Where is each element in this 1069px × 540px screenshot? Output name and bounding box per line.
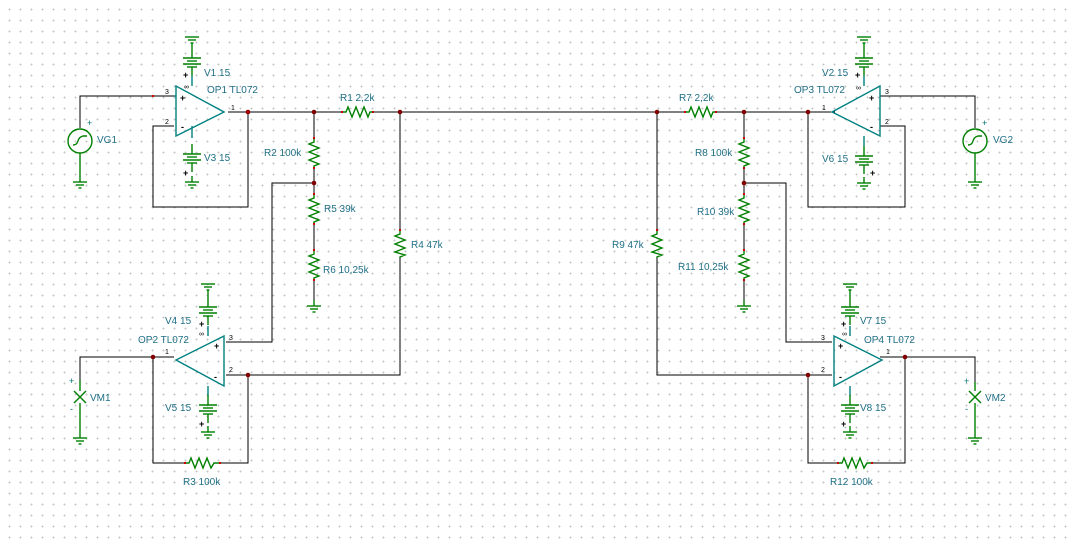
svg-text:R8 100k: R8 100k bbox=[695, 148, 733, 159]
svg-text:1: 1 bbox=[231, 105, 235, 112]
svg-text:VM2: VM2 bbox=[985, 393, 1006, 404]
svg-text:R7 2,2k: R7 2,2k bbox=[679, 93, 714, 104]
op-amp-op4[interactable]: + - 3 2 1 ∞ OP4 TL072 bbox=[821, 326, 915, 396]
svg-text:R1 2,2k: R1 2,2k bbox=[340, 93, 375, 104]
svg-text:R4 47k: R4 47k bbox=[411, 240, 444, 251]
svg-text:R11 10,25k: R11 10,25k bbox=[678, 262, 729, 273]
svg-text:V5 15: V5 15 bbox=[165, 403, 192, 414]
resistor-r11[interactable]: R11 10,25k bbox=[678, 250, 752, 313]
svg-text:2: 2 bbox=[885, 119, 889, 126]
svg-text:+: + bbox=[870, 168, 875, 178]
op-amp-op1[interactable]: + - 3 2 1 ∞ OP1 TL072 bbox=[165, 76, 258, 138]
battery-v7[interactable]: + V7 15 bbox=[840, 283, 887, 329]
op3-label: OP3 TL072 bbox=[794, 85, 845, 96]
svg-text:R3 100k: R3 100k bbox=[183, 477, 221, 488]
svg-text:3: 3 bbox=[229, 335, 233, 342]
op-amp-op2[interactable]: + - 3 2 1 ∞ OP2 TL072 bbox=[138, 326, 233, 396]
svg-text:R6 10,25k: R6 10,25k bbox=[323, 265, 370, 276]
svg-text:V6 15: V6 15 bbox=[822, 154, 849, 165]
svg-text:VG2: VG2 bbox=[993, 135, 1013, 146]
svg-text:2: 2 bbox=[165, 119, 169, 126]
svg-text:3: 3 bbox=[821, 335, 825, 342]
svg-text:2: 2 bbox=[821, 367, 825, 374]
svg-text:∞: ∞ bbox=[184, 84, 189, 91]
battery-v1[interactable]: + V1 15 bbox=[182, 36, 231, 80]
svg-text:∞: ∞ bbox=[842, 331, 847, 338]
svg-text:+: + bbox=[838, 341, 843, 351]
op1-label: OP1 TL072 bbox=[207, 85, 258, 96]
svg-text:+: + bbox=[869, 93, 874, 103]
battery-v5[interactable]: + V5 15 bbox=[165, 394, 218, 439]
svg-text:∞: ∞ bbox=[856, 85, 861, 92]
svg-text:V7 15: V7 15 bbox=[860, 316, 887, 327]
svg-text:+: + bbox=[841, 319, 846, 329]
svg-text:VM1: VM1 bbox=[90, 393, 111, 404]
resistor-r10[interactable]: R10 39k bbox=[697, 194, 751, 224]
svg-text:-: - bbox=[839, 372, 842, 382]
svg-text:V8 15: V8 15 bbox=[860, 403, 887, 414]
battery-v4[interactable]: + V4 15 bbox=[165, 283, 218, 329]
resistor-r1[interactable]: R1 2,2k bbox=[340, 93, 375, 119]
svg-text:V3 15: V3 15 bbox=[204, 153, 231, 164]
resistor-r2[interactable]: R2 100k bbox=[264, 138, 321, 168]
svg-text:R2 100k: R2 100k bbox=[264, 148, 302, 159]
pin-markers bbox=[152, 95, 873, 464]
battery-v6[interactable]: + V6 15 bbox=[822, 145, 875, 190]
svg-text:+: + bbox=[87, 118, 92, 128]
svg-text:+: + bbox=[69, 376, 74, 386]
svg-text:-: - bbox=[214, 372, 217, 382]
signal-generator-vg2[interactable]: + VG2 bbox=[962, 118, 1013, 189]
svg-text:-: - bbox=[181, 122, 184, 132]
svg-text:3: 3 bbox=[885, 89, 889, 96]
svg-text:-: - bbox=[965, 404, 968, 414]
svg-text:R12 100k: R12 100k bbox=[830, 477, 874, 488]
wires bbox=[79, 95, 976, 464]
svg-text:V2 15: V2 15 bbox=[822, 68, 849, 79]
resistor-r7[interactable]: R7 2,2k bbox=[679, 93, 715, 119]
resistor-r12[interactable]: R12 100k bbox=[830, 456, 874, 488]
svg-text:R10 39k: R10 39k bbox=[697, 207, 735, 218]
svg-text:+: + bbox=[982, 118, 987, 128]
signal-generator-vg1[interactable]: + VG1 bbox=[67, 118, 117, 189]
svg-text:1: 1 bbox=[822, 105, 826, 112]
voltmeter-vm1[interactable]: + - VM1 bbox=[69, 376, 111, 445]
resistor-r6[interactable]: R6 10,25k bbox=[306, 250, 370, 313]
svg-text:R5 39k: R5 39k bbox=[324, 204, 357, 215]
resistor-r9[interactable]: R9 47k bbox=[612, 230, 665, 258]
resistor-r5[interactable]: R5 39k bbox=[307, 194, 357, 224]
svg-text:V1 15: V1 15 bbox=[204, 68, 231, 79]
resistor-r4[interactable]: R4 47k bbox=[392, 230, 444, 258]
battery-v8[interactable]: + V8 15 bbox=[840, 394, 887, 439]
svg-text:+: + bbox=[180, 93, 185, 103]
battery-v2[interactable]: + V2 15 bbox=[822, 36, 874, 80]
svg-text:+: + bbox=[964, 376, 969, 386]
svg-text:-: - bbox=[70, 404, 73, 414]
svg-text:3: 3 bbox=[165, 89, 169, 96]
svg-text:+: + bbox=[183, 168, 188, 178]
svg-text:+: + bbox=[855, 70, 860, 80]
svg-text:+: + bbox=[199, 419, 204, 429]
svg-text:+: + bbox=[214, 341, 219, 351]
svg-text:R9 47k: R9 47k bbox=[612, 240, 645, 251]
svg-text:1: 1 bbox=[165, 349, 169, 356]
svg-text:1: 1 bbox=[886, 349, 890, 356]
svg-text:VG1: VG1 bbox=[97, 135, 117, 146]
voltmeter-vm2[interactable]: + - VM2 bbox=[964, 376, 1006, 445]
junctions bbox=[150, 109, 908, 378]
battery-v3[interactable]: + V3 15 bbox=[182, 143, 231, 189]
svg-text:2: 2 bbox=[229, 367, 233, 374]
resistor-r3[interactable]: R3 100k bbox=[183, 456, 221, 488]
svg-text:+: + bbox=[199, 319, 204, 329]
svg-text:+: + bbox=[183, 70, 188, 80]
svg-text:∞: ∞ bbox=[199, 331, 204, 338]
op-amp-op3[interactable]: + - 3 2 1 ∞ OP3 TL072 bbox=[794, 76, 889, 146]
resistor-r8[interactable]: R8 100k bbox=[695, 138, 751, 168]
svg-text:+: + bbox=[841, 419, 846, 429]
op2-label: OP2 TL072 bbox=[138, 335, 189, 346]
svg-text:-: - bbox=[870, 122, 873, 132]
op4-label: OP4 TL072 bbox=[864, 335, 915, 346]
svg-text:V4 15: V4 15 bbox=[165, 316, 192, 327]
